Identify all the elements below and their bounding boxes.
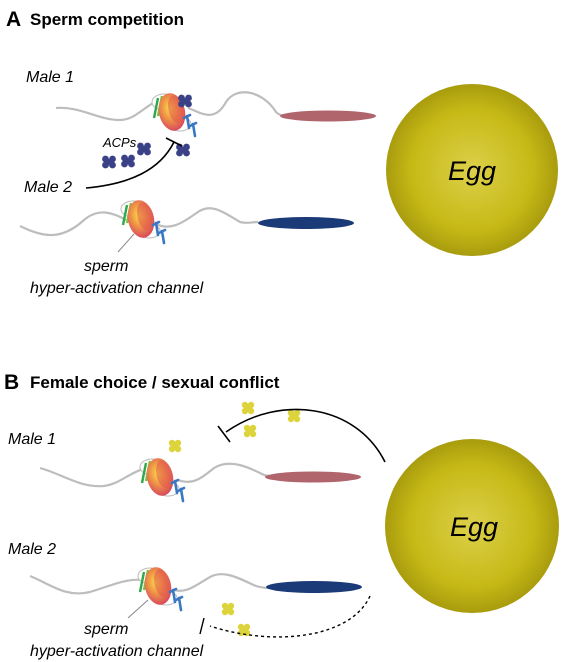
inhibition-bar (165, 137, 183, 147)
sperm-male2-b (29, 563, 362, 612)
channel-label-line2-a: hyper-activation channel (30, 280, 204, 297)
sperm-tail (173, 573, 271, 592)
channel-pointer (117, 233, 135, 253)
sperm-tail (155, 207, 259, 228)
acp-icon (137, 142, 151, 156)
acp-icon (102, 155, 116, 169)
female-factor-icon (168, 439, 182, 453)
hyperactivation-channel-icon (119, 196, 167, 245)
sperm-tail (29, 574, 145, 595)
female-factor-icon (241, 401, 255, 415)
channel-label-line2-b: hyper-activation channel (30, 643, 204, 660)
inhibition-bar-bottom (199, 617, 205, 635)
hyperactivation-channel-icon (138, 454, 186, 503)
panel-a-title: Sperm competition (30, 10, 184, 29)
inhibition-bar-top (217, 425, 231, 443)
sperm-head-male1 (265, 471, 361, 483)
acp-icon (121, 154, 135, 168)
egg-b (385, 439, 559, 613)
channel-label-line1-a: sperm (84, 258, 128, 275)
sperm-male1-a (55, 89, 376, 138)
egg-label-b: Egg (450, 512, 498, 542)
panel-a-letter: A (6, 8, 21, 31)
sperm-tail (177, 462, 273, 483)
sperm-male1-b (39, 454, 361, 503)
female-factor-icon (287, 409, 301, 423)
panel-b-title: Female choice / sexual conflict (30, 373, 280, 392)
inhibition-arc-top (225, 408, 386, 463)
sperm-head-male2 (258, 217, 354, 229)
sperm-male2-a (19, 196, 354, 245)
male1-label-a: Male 1 (26, 69, 74, 86)
sperm-tail (39, 466, 147, 488)
sperm-head-male2 (266, 581, 362, 593)
sperm-tail (19, 211, 127, 237)
inhibition-arc-bottom (209, 595, 371, 638)
male2-label-a: Male 2 (24, 179, 72, 196)
panel-a: A Sperm competition Male 1 Male 2 ACPs (6, 8, 558, 297)
sperm-head-male1 (280, 110, 376, 122)
egg-a (386, 84, 558, 256)
sperm-tail (187, 91, 291, 118)
female-factor-icon (243, 424, 257, 438)
panel-b: B Female choice / sexual conflict Male 1… (4, 371, 559, 660)
inhibition-arrow (85, 141, 175, 189)
acp-icon (176, 143, 190, 157)
sperm-tail (55, 98, 161, 122)
egg-label-a: Egg (448, 156, 496, 186)
female-factor-icon (221, 602, 235, 616)
channel-label-line1-b: sperm (84, 621, 128, 638)
male2-label-b: Male 2 (8, 541, 56, 558)
male1-label-b: Male 1 (8, 431, 56, 448)
acps-label: ACPs (102, 135, 137, 150)
panel-b-letter: B (4, 371, 19, 394)
acp-icon (178, 94, 192, 108)
channel-pointer (127, 599, 149, 619)
